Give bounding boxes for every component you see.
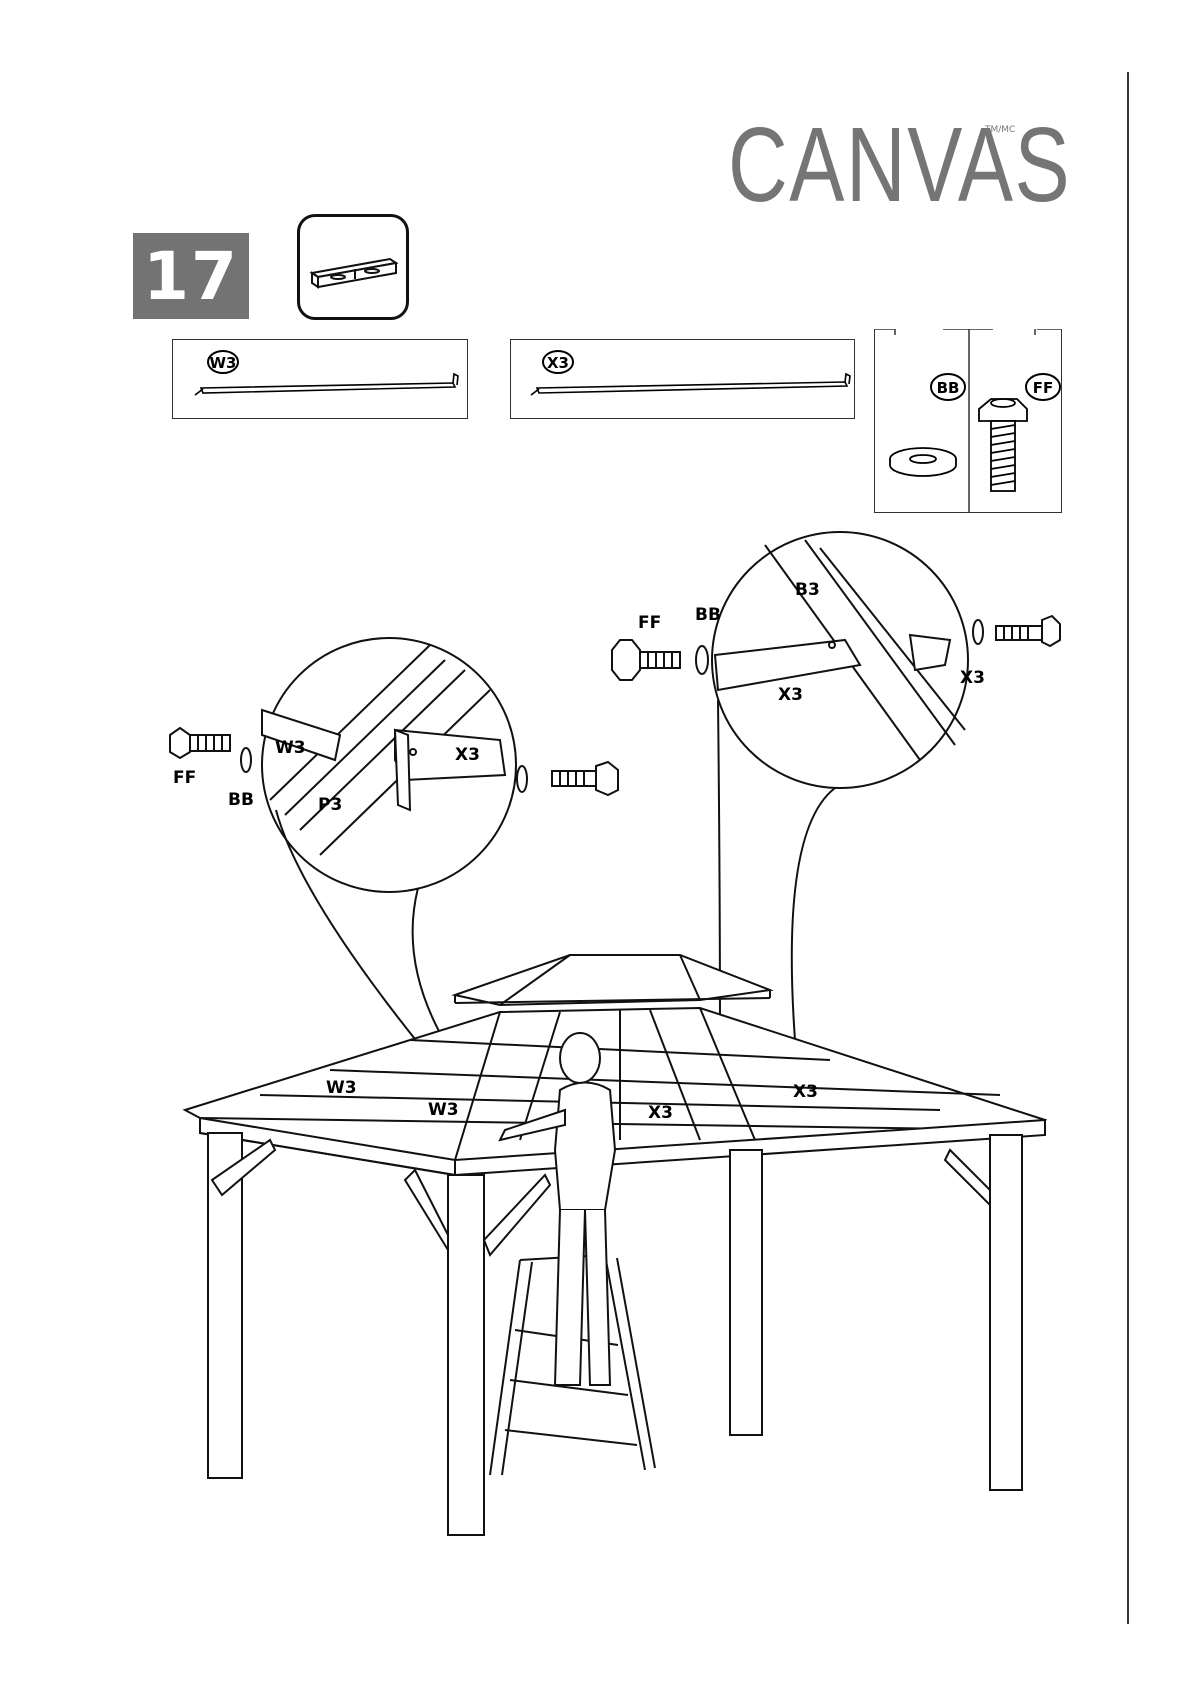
bolt-icon-left-b <box>517 762 618 795</box>
callout-main-x3-a: X3 <box>648 1103 673 1123</box>
gazebo-drawing <box>185 955 1045 1535</box>
bolt-icon-right-b <box>973 616 1060 646</box>
callout-main-x3-b: X3 <box>793 1082 818 1102</box>
callout-left-bb: BB <box>228 790 254 810</box>
callout-left-x3: X3 <box>455 745 480 765</box>
callout-right-x3-b: X3 <box>960 668 985 688</box>
callout-left-ff: FF <box>173 768 196 788</box>
callout-right-ff: FF <box>638 613 661 633</box>
bolt-icon-right-a <box>612 640 708 680</box>
callout-main-w3-a: W3 <box>326 1078 357 1098</box>
callout-left-w3: W3 <box>275 738 306 758</box>
callout-main-w3-b: W3 <box>428 1100 459 1120</box>
callout-left-p3: P3 <box>318 795 342 815</box>
callout-right-bb: BB <box>695 605 721 625</box>
bolt-icon-left-a <box>170 728 251 772</box>
callout-right-x3-a: X3 <box>778 685 803 705</box>
callout-right-b3: B3 <box>795 580 820 600</box>
